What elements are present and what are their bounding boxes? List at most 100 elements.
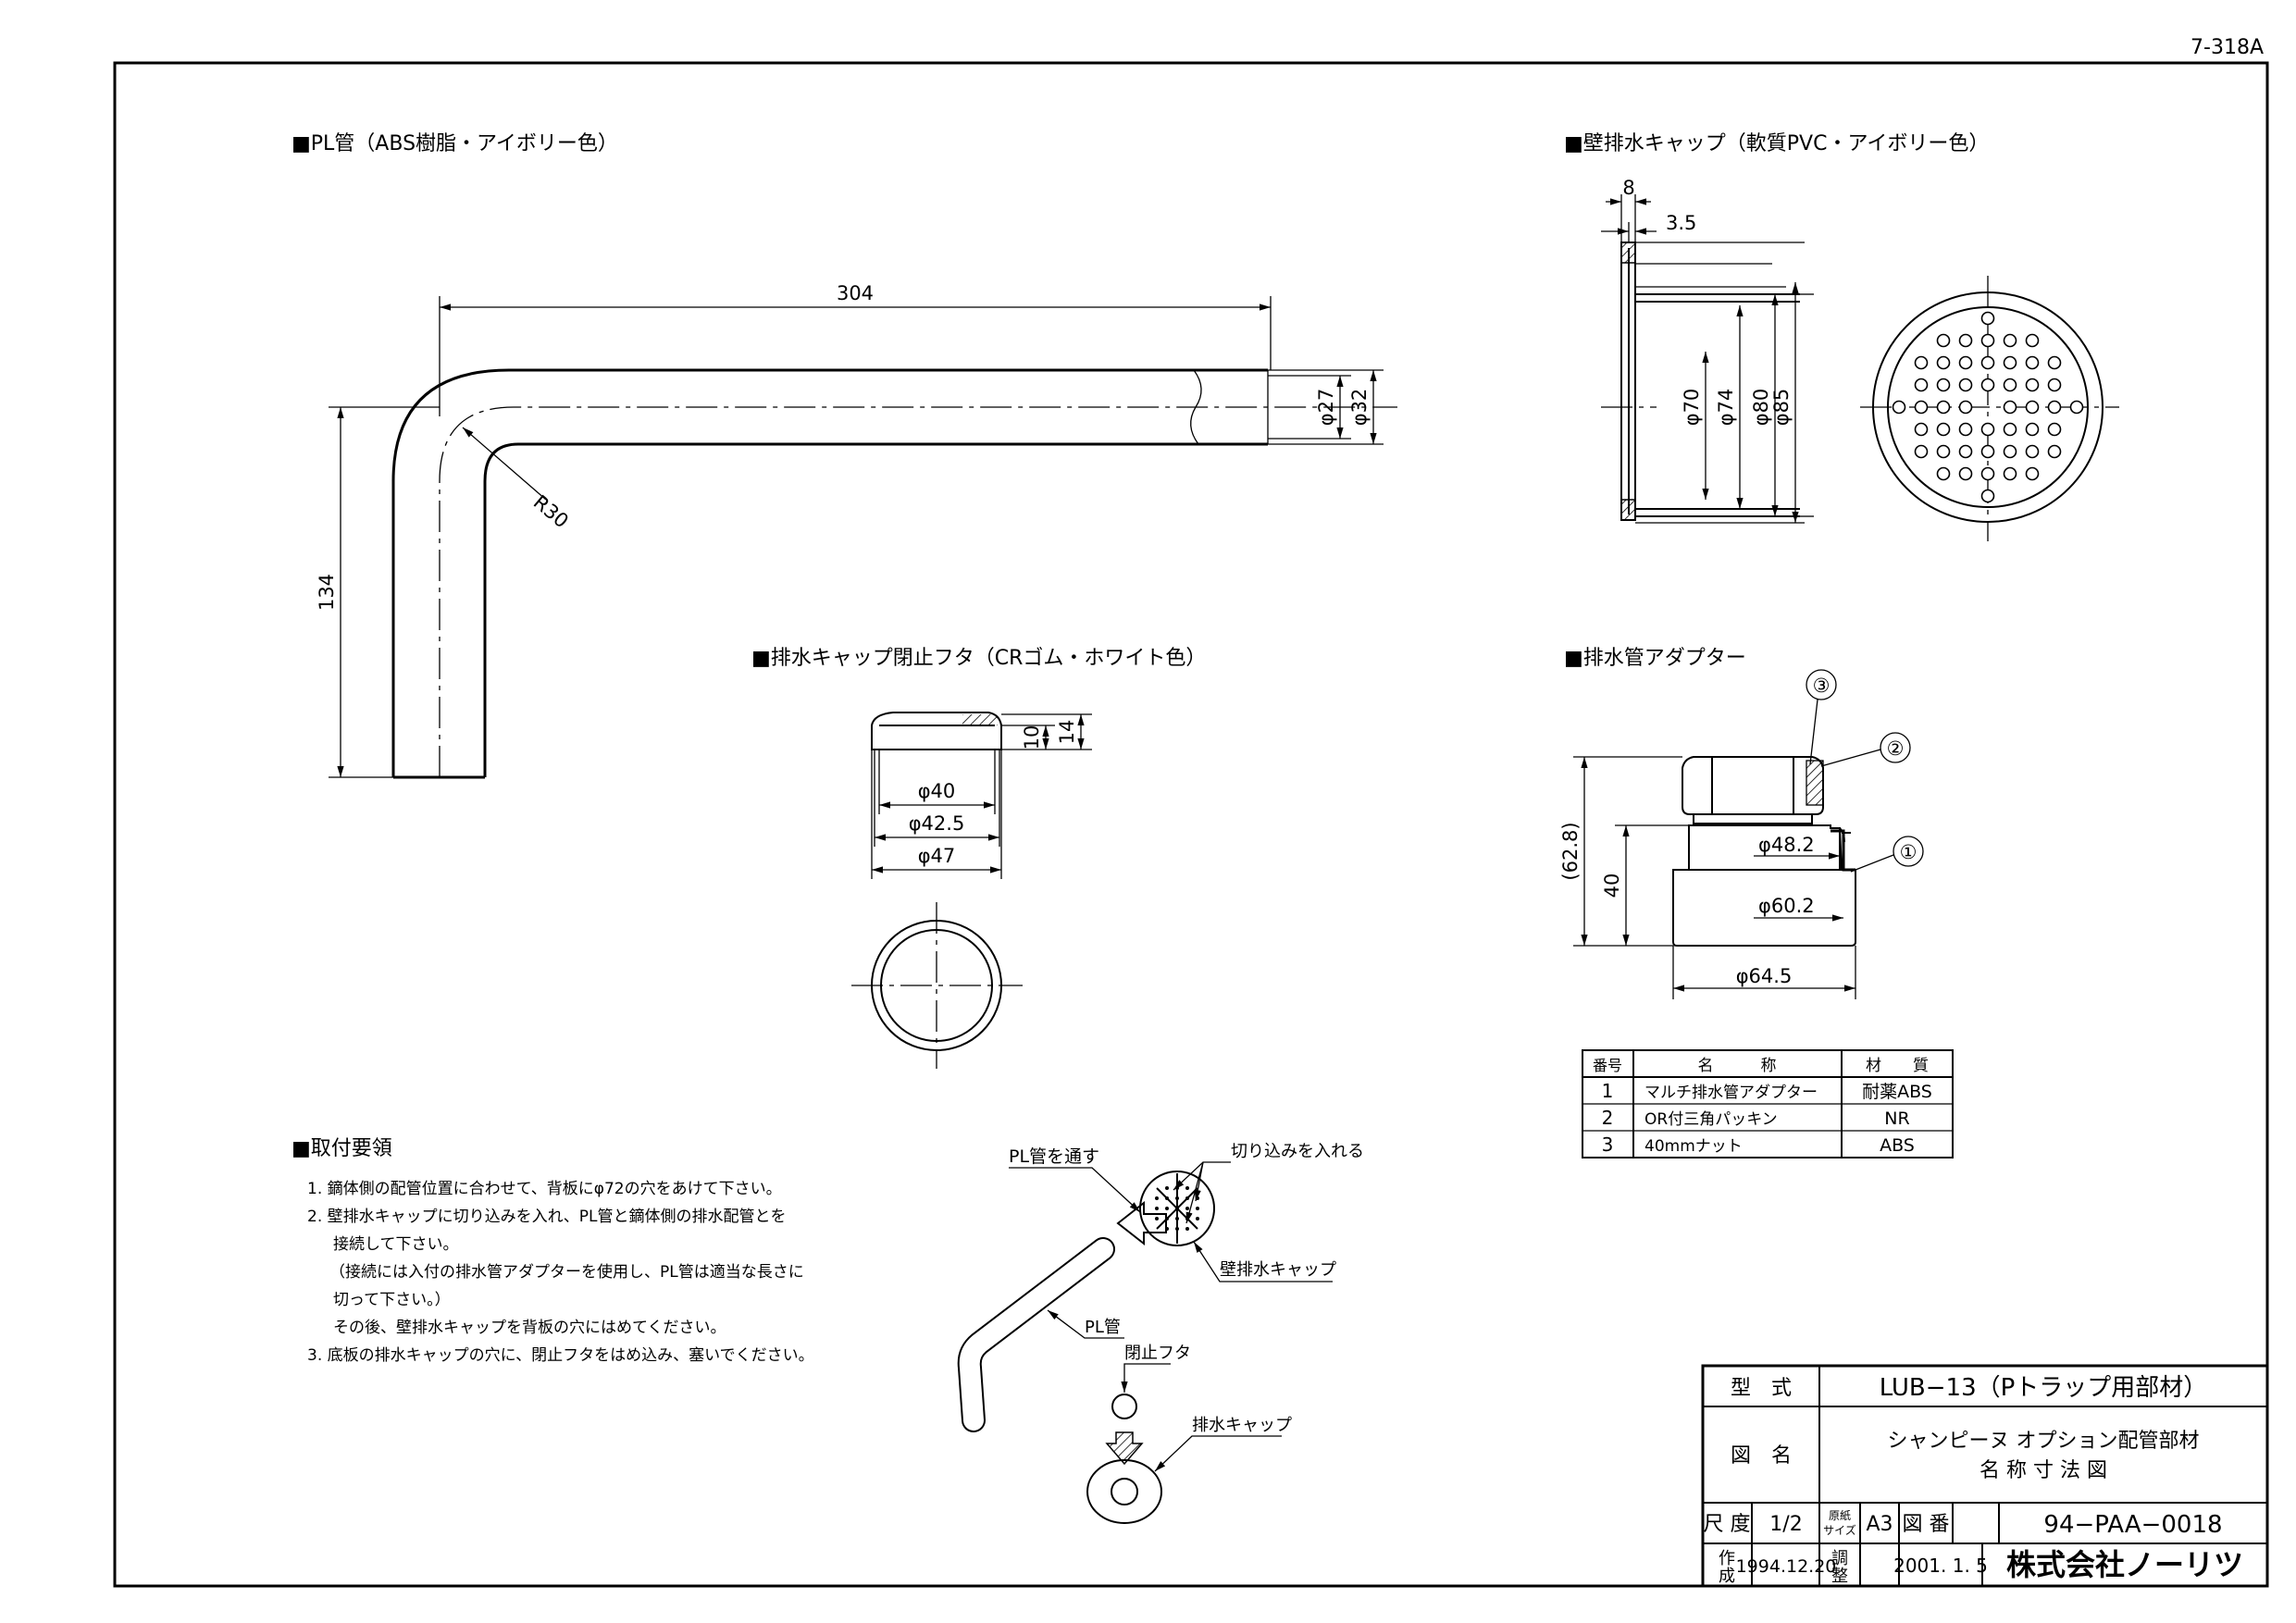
pl-pipe-radius: R30 — [529, 490, 573, 532]
tb-model: LUB−13（Pトラップ用部材） — [1880, 1374, 2208, 1402]
label-pass-pipe: PL管を通す — [1009, 1146, 1099, 1167]
install-step: 3. 底板の排水キャップの穴に、閉止フタをはめ込み、塞いでください。 — [307, 1346, 814, 1365]
cap-hole — [2003, 333, 2017, 348]
cap-hole — [1936, 333, 1951, 348]
wall-cap-d74: φ74 — [1715, 389, 1737, 427]
cap-hole — [2025, 466, 2040, 481]
cap-hole — [1980, 466, 1995, 481]
cap-hole — [1980, 355, 1995, 370]
svg-text:OR付三角パッキン: OR付三角パッキン — [1644, 1110, 1778, 1129]
cap-hole-dot — [1155, 1207, 1159, 1210]
cap-hole — [2025, 400, 2040, 415]
wall-cap-drawing: ■壁排水キャップ（軟質PVC・アイボリー色） 8 3.5 φ70 φ74 — [1564, 132, 2119, 541]
tb-company: 株式会社ノーリツ — [2006, 1547, 2243, 1582]
cap-hole — [1914, 444, 1929, 459]
cap-hole — [1980, 311, 1995, 326]
cap-hole-dot — [1155, 1196, 1159, 1200]
cap-hole — [1958, 355, 1973, 370]
install-step: （接続には入付の排水管アダプターを使用し、PL管は適当な長さに — [329, 1262, 804, 1282]
cap-hole — [2003, 466, 2017, 481]
cap-hole — [1892, 400, 1906, 415]
cap-hole — [1980, 378, 1995, 392]
tb-created-label-bottom: 成 — [1719, 1567, 1735, 1586]
cap-hole-dot — [1155, 1217, 1159, 1220]
tb-scale: 1/2 — [1769, 1513, 1802, 1536]
wall-cap-wall: 3.5 — [1666, 212, 1696, 234]
label-drain-cap: 排水キャップ — [1192, 1416, 1292, 1435]
cap-hole-dot — [1196, 1217, 1199, 1220]
pl-pipe-inner-dia: φ27 — [1315, 389, 1337, 427]
svg-text:マルチ排水管アダプター: マルチ排水管アダプター — [1644, 1084, 1818, 1102]
cap-hole-dot — [1165, 1186, 1169, 1190]
tb-name-line2: 名 称 寸 法 図 — [1980, 1459, 2107, 1482]
cap-hole — [1936, 378, 1951, 392]
cap-hole — [1980, 422, 1995, 437]
lid-d47: φ47 — [918, 845, 956, 867]
install-title: ■取付要領 — [292, 1137, 392, 1160]
wall-cap-d70: φ70 — [1681, 389, 1703, 427]
cap-hole — [1958, 444, 1973, 459]
cap-hole-dot — [1185, 1207, 1189, 1210]
table-row: 1 マルチ排水管アダプター 耐薬ABS — [1602, 1080, 1932, 1102]
cap-hole — [2003, 422, 2017, 437]
cap-hole — [2047, 378, 2062, 392]
lid-title: ■排水キャップ閉止フタ（CRゴム・ホワイト色） — [751, 647, 1206, 670]
adapter-lower: 40 — [1601, 873, 1623, 898]
tb-paper: A3 — [1866, 1513, 1893, 1536]
tb-created: 1994.12.20 — [1736, 1556, 1837, 1577]
tb-paper-label-bottom: サイズ — [1823, 1523, 1856, 1537]
balloon-3: ③ — [1813, 675, 1831, 697]
balloon-1: ① — [1900, 841, 1917, 863]
cap-hole — [1958, 422, 1973, 437]
pl-pipe-length: 304 — [837, 282, 874, 304]
tb-created-label-top: 作 — [1719, 1549, 1735, 1568]
sheet-code: 7-318A — [2191, 36, 2264, 59]
pl-pipe-height: 134 — [316, 574, 338, 611]
wall-cap-d80: φ80 — [1750, 389, 1772, 427]
tb-scale-label: 尺 度 — [1704, 1513, 1751, 1536]
lid-d425: φ42.5 — [909, 812, 965, 835]
table-row: 3 40mmナット ABS — [1602, 1134, 1915, 1156]
cap-hole — [1914, 355, 1929, 370]
install-step: 接続して下さい。 — [333, 1235, 459, 1254]
cap-hole — [1980, 489, 1995, 503]
install-step: その後、壁排水キャップを背板の穴にはめてください。 — [333, 1319, 726, 1337]
cap-hole — [2025, 422, 2040, 437]
svg-text:耐薬ABS: 耐薬ABS — [1862, 1082, 1932, 1102]
cap-hole — [1958, 400, 1973, 415]
wall-cap-title: ■壁排水キャップ（軟質PVC・アイボリー色） — [1564, 132, 1989, 155]
tb-adjusted-label-top: 調 — [1831, 1549, 1848, 1568]
cap-hole — [1980, 444, 1995, 459]
cap-hole — [2003, 378, 2017, 392]
lid-h14: 14 — [1056, 720, 1078, 745]
tb-name-label: 図 名 — [1731, 1444, 1792, 1468]
cap-hole — [2025, 333, 2040, 348]
cap-hole — [1936, 400, 1951, 415]
cap-hole — [2003, 400, 2017, 415]
adapter-d60: φ60.2 — [1758, 895, 1815, 917]
cap-hole — [1936, 422, 1951, 437]
cap-hole-dot — [1185, 1186, 1189, 1190]
cap-hole — [2025, 444, 2040, 459]
install-notes: ■取付要領 1. 鏑体側の配管位置に合わせて、背板にφ72の穴をあけて下さい。 … — [292, 1137, 814, 1365]
adapter-d48: φ48.2 — [1758, 834, 1815, 856]
svg-text:1: 1 — [1602, 1080, 1614, 1102]
svg-text:NR: NR — [1884, 1109, 1909, 1129]
tb-name-line1: シャンピーヌ オプション配管部材 — [1888, 1430, 2200, 1453]
drawing-border — [113, 61, 2269, 1588]
tb-model-label: 型 式 — [1731, 1377, 1792, 1400]
cap-hole — [1936, 444, 1951, 459]
pl-pipe-title: ■PL管（ABS樹脂・アイボリー色） — [292, 132, 618, 155]
svg-text:40mmナット: 40mmナット — [1644, 1137, 1743, 1156]
svg-text:2: 2 — [1602, 1107, 1614, 1129]
cap-hole — [1958, 378, 1973, 392]
cap-hole — [2047, 400, 2062, 415]
parts-table: 番号 名 称 材 質 1 マルチ排水管アダプター 耐薬ABS 2 OR付三角パッ… — [1582, 1049, 1954, 1158]
cap-hole — [2047, 444, 2062, 459]
table-row: 2 OR付三角パッキン NR — [1602, 1107, 1910, 1129]
wall-cap-d85: φ85 — [1770, 389, 1793, 427]
parts-header-name: 名 称 — [1698, 1057, 1777, 1075]
cap-hole — [2025, 378, 2040, 392]
balloon-2: ② — [1887, 737, 1905, 760]
